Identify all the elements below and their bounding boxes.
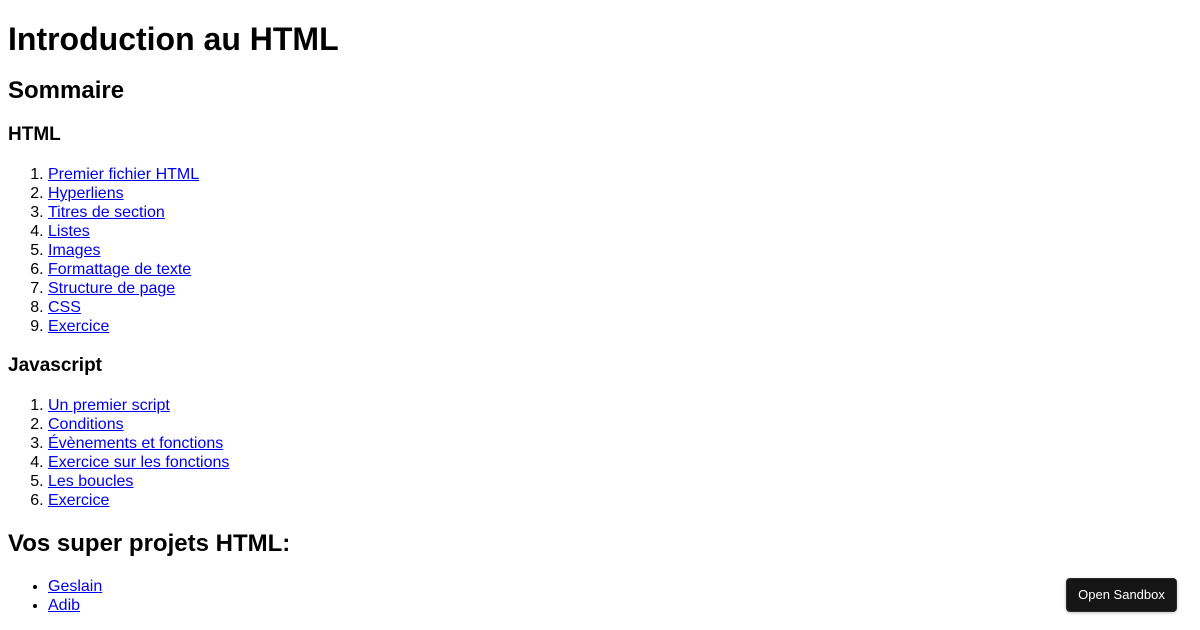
page-title: Introduction au HTML [8,21,339,57]
section-heading-javascript: Javascript [8,355,103,376]
lesson-link[interactable]: Structure de page [48,280,176,297]
projects-list: Geslain Adib [8,577,1192,615]
list-item: Conditions [48,415,1192,434]
list-item: CSS [48,298,1192,317]
project-link[interactable]: Adib [48,597,81,614]
page-content: Introduction au HTML Sommaire HTML Premi… [8,0,1192,615]
lesson-link[interactable]: Évènements et fonctions [48,435,224,452]
list-item: Images [48,241,1192,260]
project-link[interactable]: Geslain [48,578,103,595]
list-item: Adib [48,596,1192,615]
list-item: Exercice [48,317,1192,336]
list-item: Formattage de texte [48,260,1192,279]
lesson-link[interactable]: Listes [48,223,90,240]
list-item: Exercice sur les fonctions [48,453,1192,472]
list-item: Les boucles [48,472,1192,491]
list-item: Un premier script [48,396,1192,415]
summary-title: Sommaire [8,77,125,104]
lesson-link[interactable]: Conditions [48,416,124,433]
lesson-link[interactable]: CSS [48,299,81,316]
list-item: Exercice [48,491,1192,510]
section-heading-html: HTML [8,124,61,145]
lesson-link[interactable]: Exercice [48,492,110,509]
list-item: Titres de section [48,203,1192,222]
projects-title: Vos super projets HTML: [8,530,291,557]
lesson-link[interactable]: Images [48,242,101,259]
list-item: Hyperliens [48,184,1192,203]
html-lesson-list: Premier fichier HTML Hyperliens Titres d… [8,165,1192,336]
lesson-link[interactable]: Hyperliens [48,185,124,202]
lesson-link[interactable]: Formattage de texte [48,261,192,278]
lesson-link[interactable]: Premier fichier HTML [48,166,200,183]
open-sandbox-button[interactable]: Open Sandbox [1066,578,1177,612]
list-item: Geslain [48,577,1192,596]
lesson-link[interactable]: Un premier script [48,397,170,414]
list-item: Évènements et fonctions [48,434,1192,453]
lesson-link[interactable]: Les boucles [48,473,134,490]
list-item: Listes [48,222,1192,241]
lesson-link[interactable]: Titres de section [48,204,165,221]
javascript-lesson-list: Un premier script Conditions Évènements … [8,396,1192,510]
list-item: Structure de page [48,279,1192,298]
lesson-link[interactable]: Exercice [48,318,110,335]
lesson-link[interactable]: Exercice sur les fonctions [48,454,230,471]
list-item: Premier fichier HTML [48,165,1192,184]
